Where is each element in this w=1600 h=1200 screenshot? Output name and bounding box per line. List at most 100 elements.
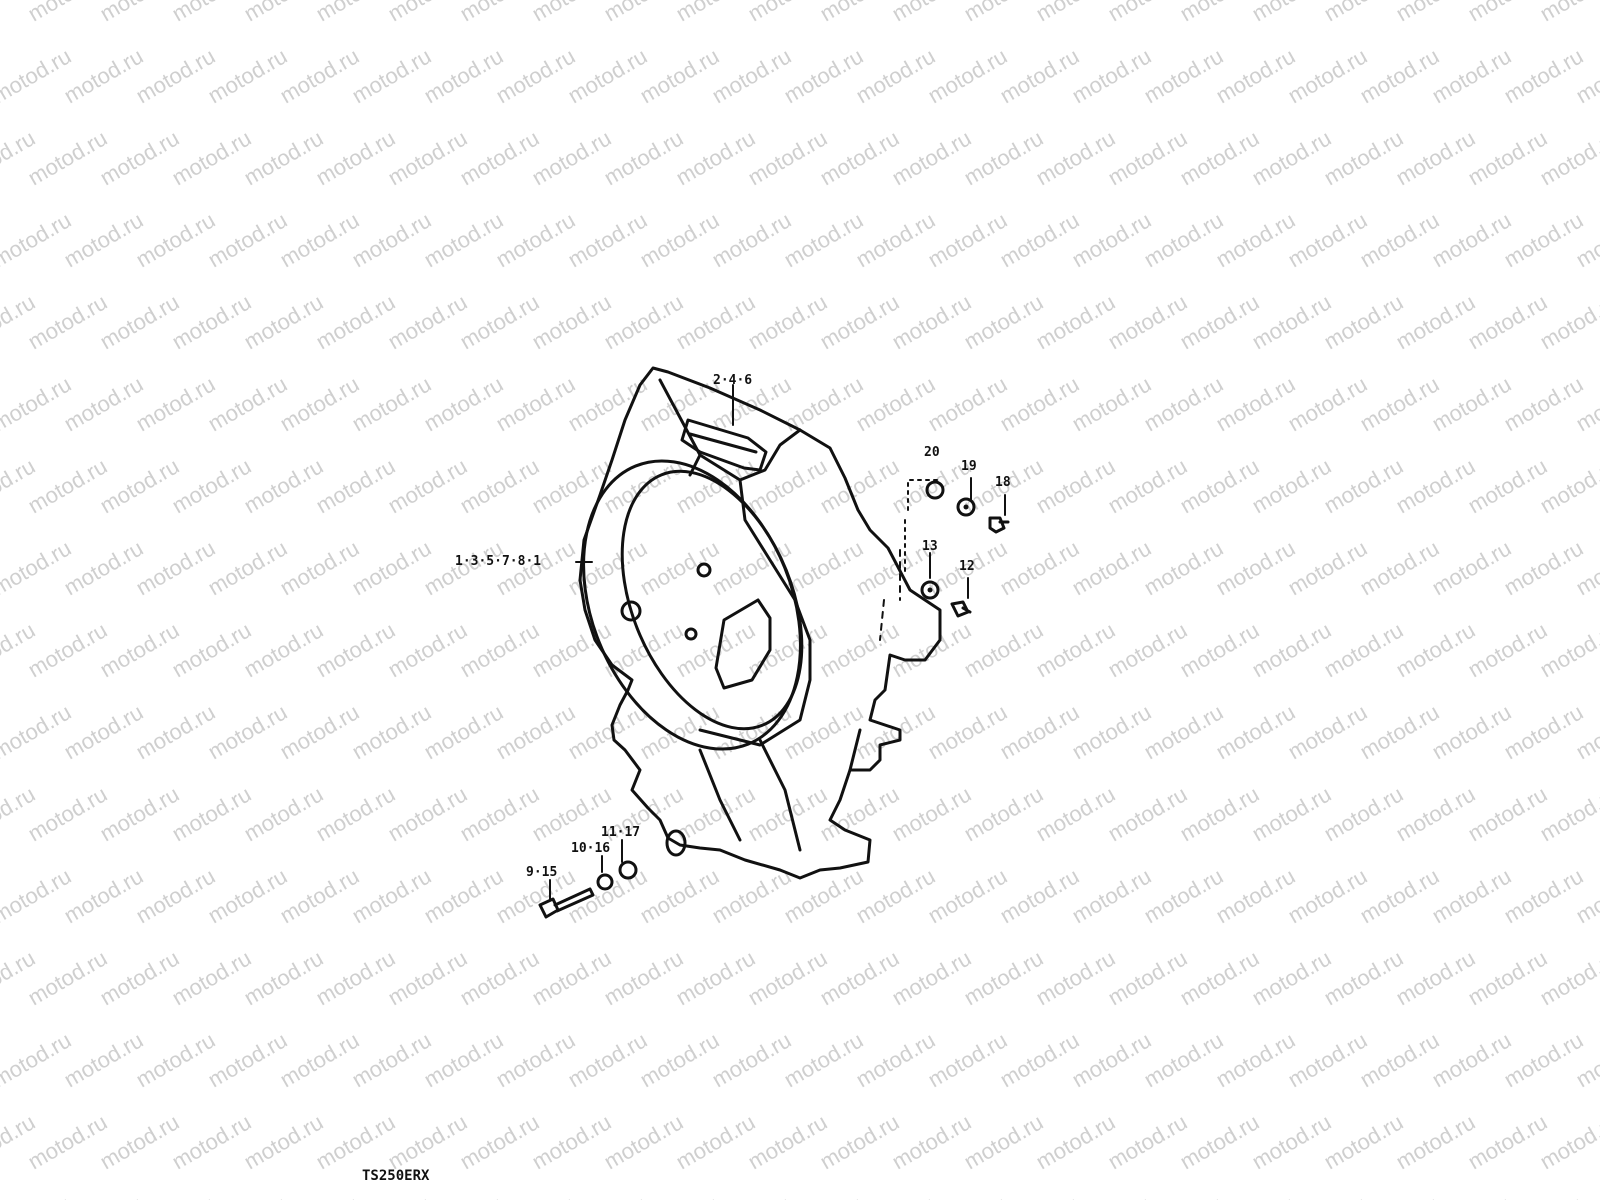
part-19-washer-icon <box>956 497 976 517</box>
watermark-text: motod.ru <box>1068 863 1156 928</box>
watermark-text: motod.ru <box>276 863 364 928</box>
watermark-text: motod.ru <box>1428 863 1516 928</box>
watermark-text: motod.ru <box>384 945 472 1010</box>
watermark-text: motod.ru <box>960 781 1048 846</box>
watermark-text: motod.ru <box>744 289 832 354</box>
watermark-text: motod.ru <box>1500 1027 1588 1092</box>
part-13-washer-icon <box>920 580 940 600</box>
part-12-screw-icon <box>950 600 972 618</box>
watermark-text: motod.ru <box>24 125 112 190</box>
watermark-text: motod.ru <box>1140 43 1228 108</box>
watermark-text: motod.ru <box>24 617 112 682</box>
watermark-text: motod.ru <box>276 1191 364 1200</box>
watermark-text: motod.ru <box>492 1191 580 1200</box>
watermark-text: motod.ru <box>60 43 148 108</box>
watermark-text: motod.ru <box>960 289 1048 354</box>
watermark-text: motod.ru <box>1500 699 1588 764</box>
watermark-text: motod.ru <box>204 207 292 272</box>
watermark-text: motod.ru <box>1212 535 1300 600</box>
watermark-text: motod.ru <box>1320 945 1408 1010</box>
watermark-text: motod.ru <box>1032 1109 1120 1174</box>
watermark-text: motod.ru <box>384 781 472 846</box>
watermark-text: motod.ru <box>564 1191 652 1200</box>
watermark-text: motod.ru <box>924 863 1012 928</box>
watermark-text: motod.ru <box>312 453 400 518</box>
watermark-text: motod.ru <box>60 699 148 764</box>
watermark-text: motod.ru <box>492 371 580 436</box>
watermark-text: motod.ru <box>1212 43 1300 108</box>
watermark-text: motod.ru <box>240 1109 328 1174</box>
watermark-text: motod.ru <box>1536 125 1600 190</box>
watermark-text: motod.ru <box>1320 125 1408 190</box>
inspection-window <box>714 598 772 690</box>
watermark-text: motod.ru <box>816 125 904 190</box>
watermark-text: motod.ru <box>1356 371 1444 436</box>
watermark-text: motod.ru <box>60 535 148 600</box>
watermark-text: motod.ru <box>1140 371 1228 436</box>
watermark-text: motod.ru <box>1212 1027 1300 1092</box>
watermark-text: motod.ru <box>1320 617 1408 682</box>
watermark-text: motod.ru <box>1284 43 1372 108</box>
watermark-text: motod.ru <box>1212 371 1300 436</box>
watermark-text: motod.ru <box>1428 535 1516 600</box>
watermark-text: motod.ru <box>1392 617 1480 682</box>
watermark-text: motod.ru <box>276 535 364 600</box>
watermark-text: motod.ru <box>96 453 184 518</box>
watermark-text: motod.ru <box>744 453 832 518</box>
watermark-text: motod.ru <box>96 617 184 682</box>
right-edge-details <box>879 549 901 641</box>
watermark-text: motod.ru <box>276 699 364 764</box>
watermark-text: motod.ru <box>1356 207 1444 272</box>
watermark-text: motod.ru <box>132 699 220 764</box>
watermark-text: motod.ru <box>996 1027 1084 1092</box>
callout-12: 12 <box>959 559 975 574</box>
watermark-text: motod.ru <box>384 1109 472 1174</box>
watermark-text: motod.ru <box>996 699 1084 764</box>
part-20-nut-icon <box>925 480 945 500</box>
part-11-17-washer-icon <box>618 860 638 880</box>
watermark-text: motod.ru <box>1500 1191 1588 1200</box>
watermark-text: motod.ru <box>600 945 688 1010</box>
watermark-text: motod.ru <box>960 617 1048 682</box>
watermark-text: motod.ru <box>276 1027 364 1092</box>
watermark-text: motod.ru <box>132 1027 220 1092</box>
watermark-text: motod.ru <box>744 1109 832 1174</box>
watermark-text: motod.ru <box>204 535 292 600</box>
watermark-text: motod.ru <box>0 1027 75 1092</box>
watermark-text: motod.ru <box>564 207 652 272</box>
watermark-text: motod.ru <box>996 863 1084 928</box>
watermark-text: motod.ru <box>96 781 184 846</box>
watermark-text: motod.ru <box>1464 781 1552 846</box>
watermark-text: motod.ru <box>0 43 75 108</box>
watermark-text: motod.ru <box>1104 945 1192 1010</box>
watermark-text: motod.ru <box>96 1109 184 1174</box>
watermark-text: motod.ru <box>1212 863 1300 928</box>
watermark-text: motod.ru <box>1140 535 1228 600</box>
watermark-text: motod.ru <box>132 535 220 600</box>
watermark-text: motod.ru <box>996 207 1084 272</box>
watermark-text: motod.ru <box>132 207 220 272</box>
watermark-text: motod.ru <box>348 535 436 600</box>
watermark-text: motod.ru <box>1248 453 1336 518</box>
watermark-text: motod.ru <box>1536 453 1600 518</box>
watermark-text: motod.ru <box>1248 289 1336 354</box>
watermark-text: motod.ru <box>744 781 832 846</box>
watermark-text: motod.ru <box>1032 125 1120 190</box>
watermark-text: motod.ru <box>1212 207 1300 272</box>
watermark-text: motod.ru <box>312 617 400 682</box>
watermark-text: motod.ru <box>564 1027 652 1092</box>
watermark-text: motod.ru <box>816 1109 904 1174</box>
watermark-text: motod.ru <box>1032 453 1120 518</box>
watermark-text: motod.ru <box>456 1109 544 1174</box>
part-19-hole <box>963 504 969 510</box>
watermark-text: motod.ru <box>0 535 75 600</box>
watermark-text: motod.ru <box>1536 0 1600 26</box>
watermark-text: motod.ru <box>456 945 544 1010</box>
cover-body-outline <box>578 366 942 880</box>
watermark-text: motod.ru <box>780 43 868 108</box>
watermark-text: motod.ru <box>888 289 976 354</box>
watermark-text: motod.ru <box>1428 1027 1516 1092</box>
watermark-text: motod.ru <box>1068 43 1156 108</box>
watermark-text: motod.ru <box>924 43 1012 108</box>
